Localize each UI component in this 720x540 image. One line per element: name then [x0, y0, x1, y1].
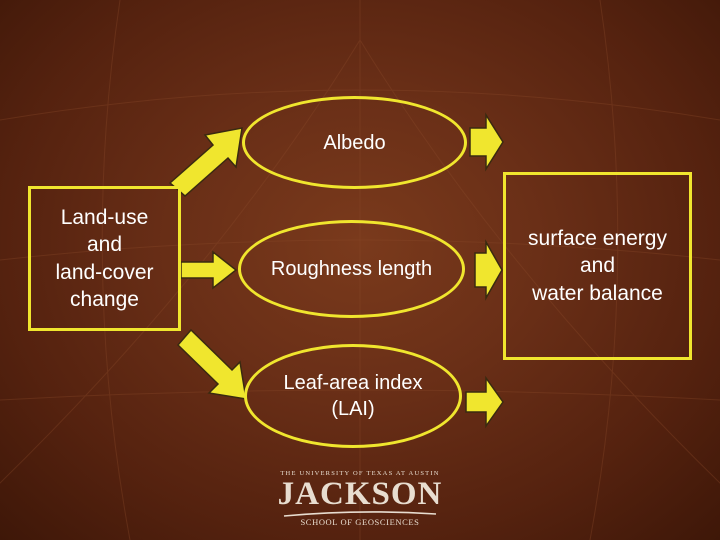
arrow-lai-to-target	[465, 375, 504, 429]
source-line-4: change	[70, 287, 139, 311]
lai-label-line-1: Leaf-area index	[283, 372, 423, 394]
source-line-2: and	[86, 233, 123, 257]
lai-label-line-2: (LAI)	[331, 398, 375, 420]
arrow-roughness-to-target	[474, 239, 503, 301]
arrow-to-roughness	[180, 250, 238, 290]
logo-swoosh-icon	[283, 511, 437, 517]
jackson-school-logo: THE UNIVERSITY OF TEXAS AT AUSTIN JACKSO…	[268, 468, 452, 530]
source-line-1: Land-use	[60, 205, 149, 229]
logo-school-text: SCHOOL OF GEOSCIENCES	[300, 517, 420, 527]
source-line-3: land-cover	[55, 260, 154, 284]
albedo-label: Albedo	[323, 131, 386, 154]
target-line-1: surface energy	[528, 227, 667, 251]
target-box-surface-energy: surface energy and water balance	[503, 172, 692, 360]
logo-university-text: THE UNIVERSITY OF TEXAS AT AUSTIN	[280, 470, 440, 477]
target-line-2: and	[579, 254, 616, 278]
logo-jackson-text: JACKSON	[277, 476, 443, 512]
arrow-to-lai	[176, 328, 247, 400]
source-box-land-use: Land-use and land-cover change	[28, 186, 181, 331]
target-line-3: water balance	[532, 281, 663, 305]
node-leaf-area-index: Leaf-area index (LAI)	[244, 344, 462, 448]
node-roughness-length: Roughness length	[238, 220, 465, 318]
arrow-to-albedo	[168, 127, 243, 197]
arrow-albedo-to-target	[469, 112, 504, 172]
node-albedo: Albedo	[242, 96, 467, 189]
roughness-label: Roughness length	[270, 258, 433, 280]
